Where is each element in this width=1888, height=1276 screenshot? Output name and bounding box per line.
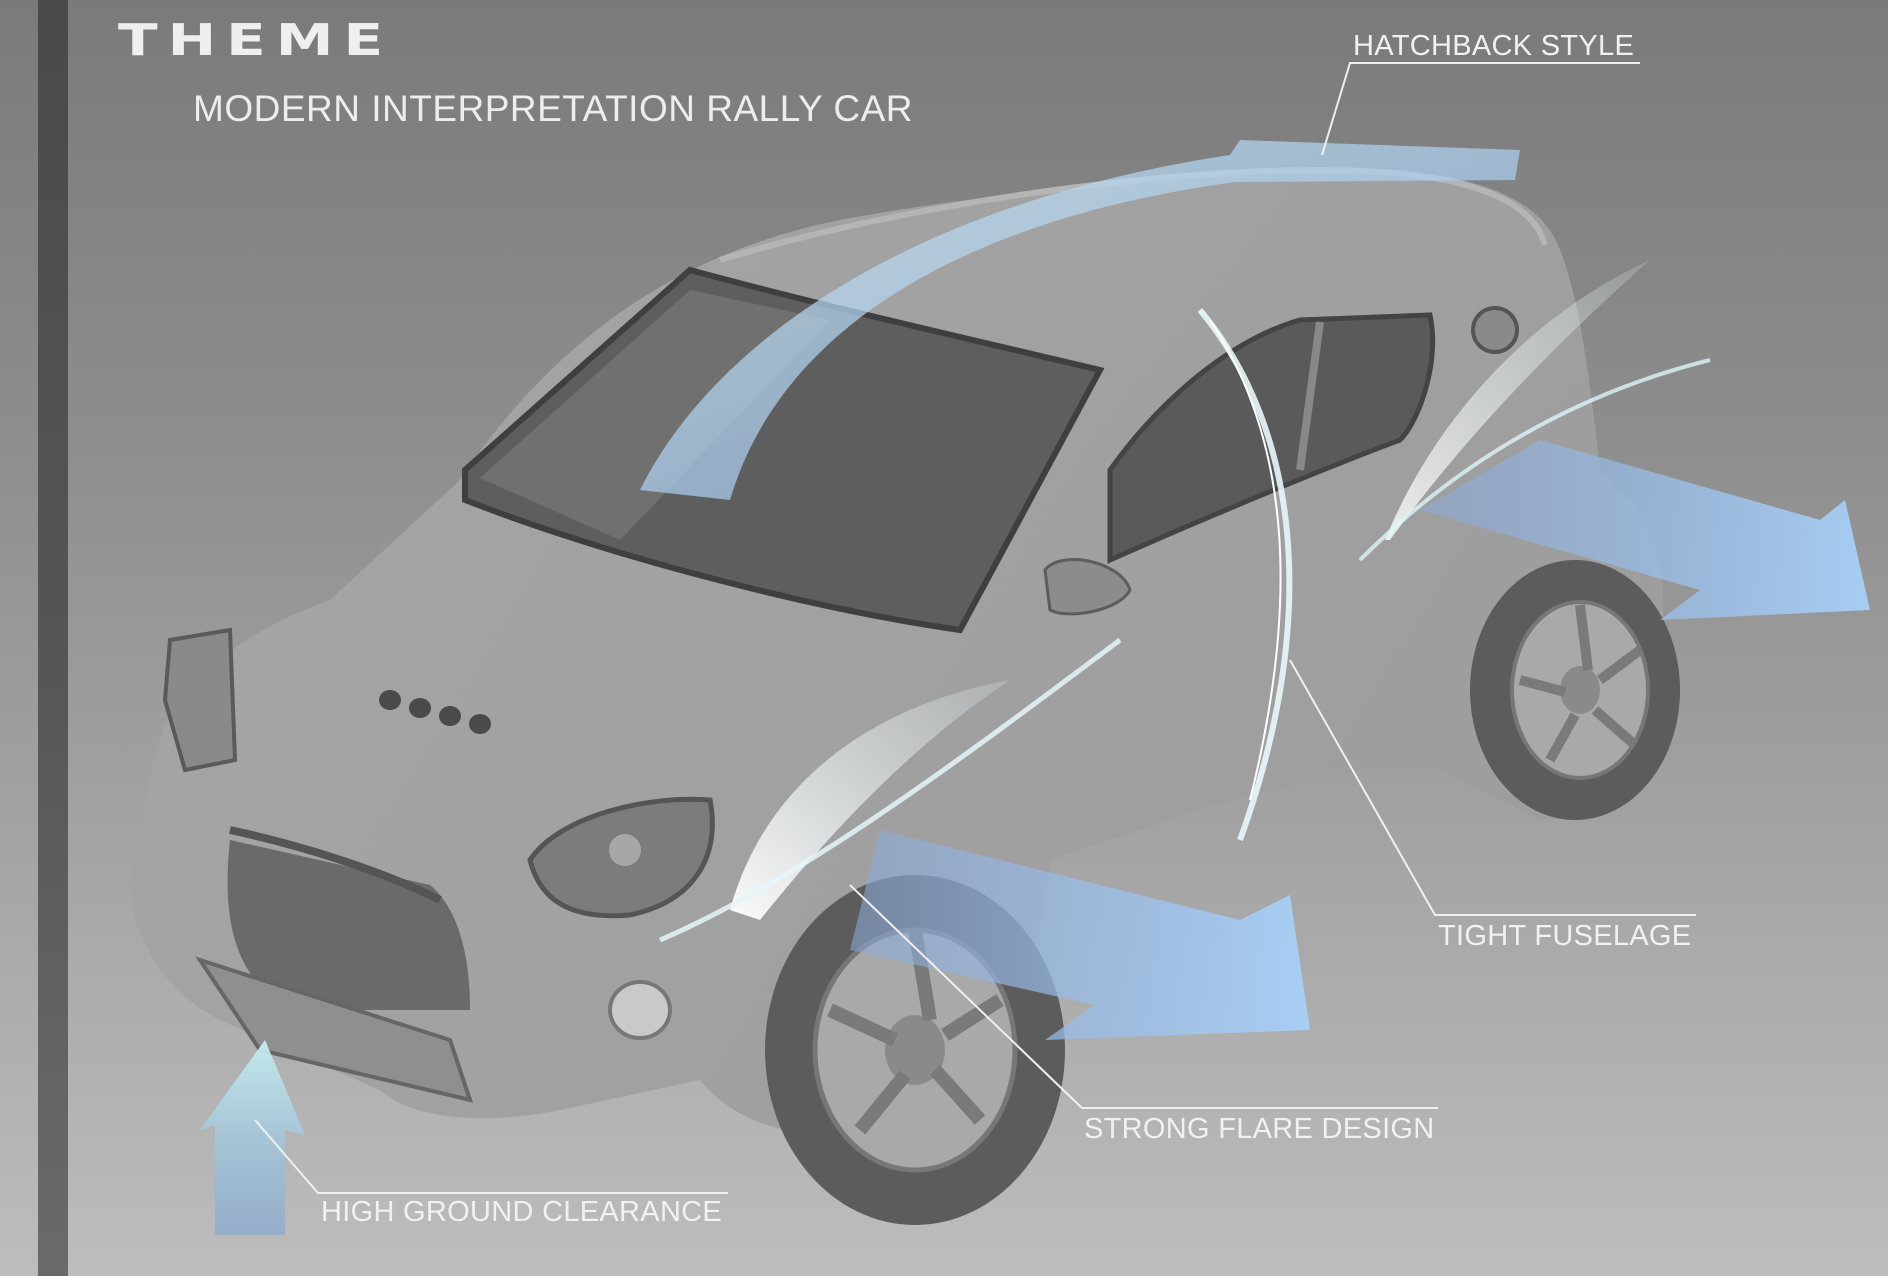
callout-hatchback-style: HATCHBACK STYLE (1353, 30, 1635, 62)
ground-clearance-arrow (200, 1040, 305, 1235)
callout-high-ground-clearance: HIGH GROUND CLEARANCE (321, 1196, 723, 1228)
front-flare-glow (659, 637, 1122, 943)
leader-lines (254, 62, 1696, 1194)
front-arrow (850, 830, 1310, 1040)
callout-tight-fuselage: TIGHT FUSELAGE (1438, 920, 1692, 952)
rear-arrow (1420, 440, 1870, 620)
side-accent-bar (38, 0, 68, 1276)
page-title: THEME (118, 14, 394, 66)
hatchback-arrow (640, 140, 1520, 500)
car-body (130, 166, 1680, 1225)
page-subtitle: MODERN INTERPRETATION RALLY CAR (193, 88, 913, 129)
rear-flare-glow (1358, 260, 1711, 562)
callout-strong-flare-design: STRONG FLARE DESIGN (1084, 1113, 1435, 1145)
fuselage-line (1197, 308, 1293, 842)
